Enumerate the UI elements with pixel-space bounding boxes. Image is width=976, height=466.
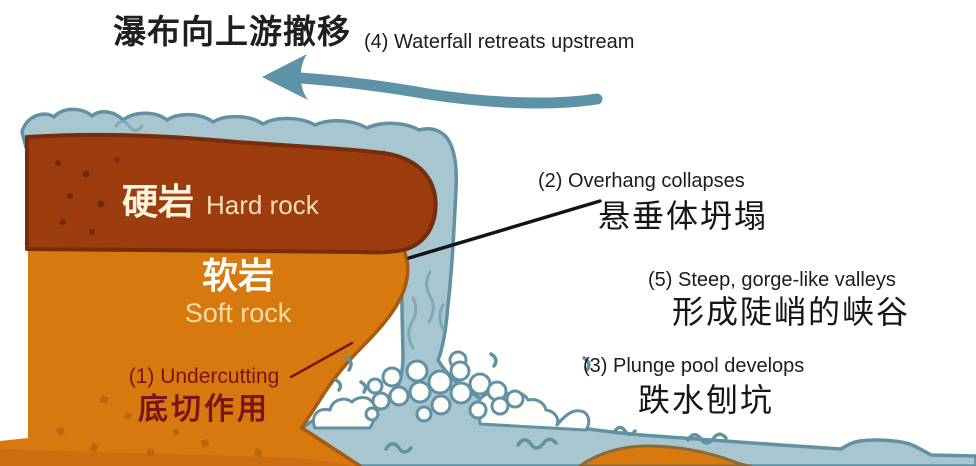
hard-rock-label-en: Hard rock <box>206 190 319 220</box>
droplet <box>359 380 368 394</box>
overhang-pointer-line <box>407 199 602 260</box>
pool-waves <box>384 425 728 454</box>
wave-squiggle <box>613 425 637 437</box>
annotation-undercutting-en: (1) Undercutting <box>128 365 280 388</box>
annotation-gorge-zh: 形成陡峭的峡谷 <box>672 294 911 330</box>
retreat-arrow-icon <box>262 54 603 109</box>
splash-droplets <box>334 352 591 394</box>
title-english: (4) Waterfall retreats upstream <box>364 31 635 53</box>
fall-squiggle-3 <box>407 296 418 350</box>
wave-squiggle <box>384 442 413 454</box>
droplet <box>334 378 343 392</box>
fall-squiggle-4 <box>438 303 445 331</box>
retreat-arrow-head <box>262 54 308 100</box>
annotation-undercutting-zh: 底切作用 <box>138 393 270 426</box>
retreat-arrow-tail <box>294 72 603 109</box>
hard-rock-label-zh: 硬岩 <box>122 181 195 222</box>
plunge-pool-mound <box>577 444 753 466</box>
wave-squiggle <box>516 437 558 450</box>
soft-rock-layer <box>0 243 408 466</box>
soft-rock-label-en: Soft rock <box>184 298 292 328</box>
soft-rock-label: 软岩 Soft rock <box>158 258 318 327</box>
soft-rock-undercut-edge <box>299 248 410 466</box>
droplet <box>582 356 591 372</box>
annotation-gorge-en: (5) Steep, gorge-like valleys <box>648 269 896 291</box>
wave-squiggle <box>686 432 728 445</box>
annotation-overhang-en: (2) Overhang collapses <box>538 170 745 192</box>
soft-rock-speckles <box>56 395 263 458</box>
annotation-undercutting: (1) Undercutting 底切作用 <box>118 366 290 425</box>
annotation-plunge-pool-en: (3) Plunge pool develops <box>583 355 805 377</box>
droplet <box>489 352 498 368</box>
soft-rock-label-zh: 软岩 <box>201 255 274 296</box>
hard-rock-label: 硬岩 Hard rock <box>122 184 319 220</box>
river-surface-squiggle <box>114 120 144 132</box>
foam-bubbles <box>364 350 525 423</box>
undercut-pointer-line <box>289 341 354 379</box>
fall-squiggle-2 <box>425 270 435 324</box>
annotation-plunge-pool-zh: 跌水刨坑 <box>638 382 775 418</box>
title-chinese: 瀑布向上游撤移 <box>113 13 351 50</box>
annotation-overhang-zh: 悬垂体坍塌 <box>598 198 769 234</box>
hard-rock-speckles <box>55 157 120 235</box>
droplet <box>344 355 353 372</box>
soft-rock-shadow-band <box>0 449 360 466</box>
hard-rock-layer <box>25 132 438 255</box>
